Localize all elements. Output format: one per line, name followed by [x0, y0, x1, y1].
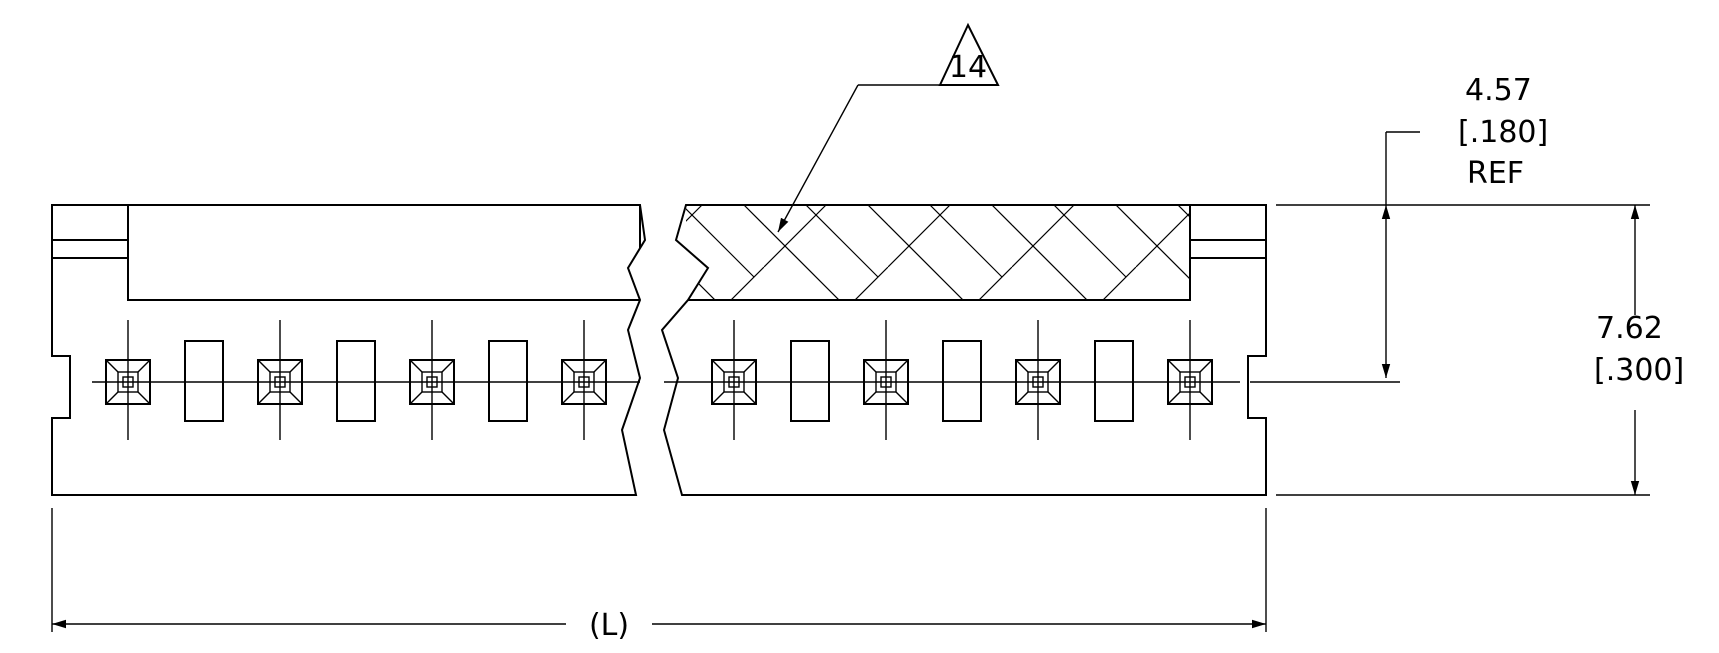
- slot: [336, 340, 376, 422]
- contact-pad: [1167, 320, 1213, 440]
- contact-pad: [1015, 320, 1061, 440]
- contact-pad: [561, 320, 607, 440]
- contact-pad: [409, 320, 455, 440]
- length-dimension-label: (L): [589, 608, 629, 643]
- height-dimension-mm: 7.62: [1596, 311, 1663, 346]
- callout-14: 14: [777, 22, 1000, 233]
- ref-dimension-qualifier: REF: [1467, 156, 1524, 191]
- slot: [184, 340, 224, 422]
- slot: [790, 340, 830, 422]
- contact-pad: [105, 320, 151, 440]
- height-dimension-in: [.300]: [1594, 353, 1684, 388]
- ref-dimension: 4.57 [.180] REF: [1276, 73, 1650, 378]
- right-connector-section: [660, 204, 1267, 496]
- contact-pad: [257, 320, 303, 440]
- slot: [1094, 340, 1134, 422]
- slot: [942, 340, 982, 422]
- contact-pad: [711, 320, 757, 440]
- ref-dimension-mm: 4.57: [1465, 73, 1532, 108]
- contact-pad: [863, 320, 909, 440]
- contacts-group: [105, 320, 1213, 440]
- height-dimension: 7.62 [.300]: [1276, 205, 1684, 496]
- left-connector-section: [51, 204, 647, 496]
- ref-dimension-in: [.180]: [1458, 115, 1548, 150]
- length-dimension: (L): [51, 508, 1267, 643]
- callout-14-label: 14: [949, 50, 987, 85]
- slot: [488, 340, 528, 422]
